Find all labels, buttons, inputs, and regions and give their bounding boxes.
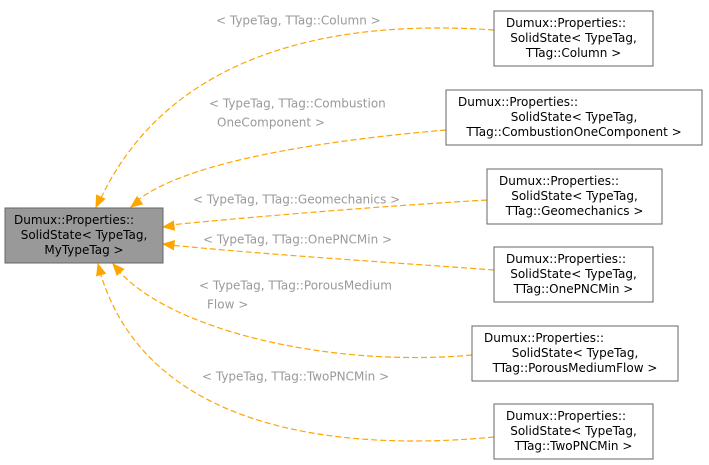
edge-path <box>169 199 488 226</box>
edge-label: OneComponent > <box>217 116 325 130</box>
edge-path <box>169 244 495 271</box>
node-label-line: SolidState< TypeTag, <box>511 110 638 124</box>
node-box <box>471 325 679 382</box>
node-label-line: SolidState< TypeTag, <box>21 228 148 242</box>
nodes-layer: Dumux::Properties::SolidState< TypeTag,M… <box>4 10 703 460</box>
inheritance-edge-0: < TypeTag, TTag::Column > <box>95 14 495 209</box>
derived-class-node-0[interactable]: Dumux::Properties::SolidState< TypeTag,T… <box>493 10 654 67</box>
edge-label: Flow > <box>207 298 248 312</box>
derived-class-node-4[interactable]: Dumux::Properties::SolidState< TypeTag,T… <box>471 325 679 382</box>
edge-arrowhead <box>96 262 107 277</box>
edge-arrowhead <box>129 195 144 208</box>
node-box <box>493 403 654 460</box>
node-label-line: Dumux::Properties:: <box>499 174 619 188</box>
edge-label: < TypeTag, TTag::OnePNCMin > <box>203 233 392 247</box>
node-label-line: SolidState< TypeTag, <box>510 267 637 281</box>
edge-label: < TypeTag, TTag::Combustion <box>209 97 386 111</box>
node-label-line: Dumux::Properties:: <box>458 95 578 109</box>
edge-path <box>137 129 447 201</box>
node-label-line: SolidState< TypeTag, <box>511 189 638 203</box>
edge-label: < TypeTag, TTag::Geomechanics > <box>193 193 400 207</box>
node-box <box>445 89 703 146</box>
derived-class-node-1[interactable]: Dumux::Properties::SolidState< TypeTag,T… <box>445 89 703 146</box>
inheritance-edge-4: < TypeTag, TTag::PorousMediumFlow > <box>112 263 473 359</box>
node-box <box>486 168 663 225</box>
inheritance-edge-3: < TypeTag, TTag::OnePNCMin > <box>161 233 495 271</box>
node-box <box>493 246 654 303</box>
node-label-line: SolidState< TypeTag, <box>510 31 637 45</box>
derived-class-node-3[interactable]: Dumux::Properties::SolidState< TypeTag,T… <box>493 246 654 303</box>
inheritance-edge-2: < TypeTag, TTag::Geomechanics > <box>161 193 488 231</box>
edge-label: < TypeTag, TTag::TwoPNCMin > <box>202 370 389 384</box>
edge-label: < TypeTag, TTag::PorousMedium <box>199 279 392 293</box>
node-box <box>4 207 164 264</box>
edge-path <box>117 269 473 359</box>
inheritance-edge-5: < TypeTag, TTag::TwoPNCMin > <box>96 262 495 442</box>
edge-arrowhead <box>161 239 175 251</box>
node-label-line: Dumux::Properties:: <box>506 409 626 423</box>
node-label-line: SolidState< TypeTag, <box>512 346 639 360</box>
node-label-line: TTag::CombustionOneComponent > <box>465 125 681 139</box>
node-label-line: TTag::Column > <box>525 46 621 60</box>
derived-class-node-5[interactable]: Dumux::Properties::SolidState< TypeTag,T… <box>493 403 654 460</box>
node-label-line: Dumux::Properties:: <box>484 331 604 345</box>
node-box <box>493 10 654 67</box>
edge-arrowhead <box>95 194 106 209</box>
edges-layer: < TypeTag, TTag::Column >< TypeTag, TTag… <box>95 14 495 442</box>
node-label-line: TTag::TwoPNCMin > <box>514 439 633 453</box>
node-label-line: TTag::OnePNCMin > <box>513 282 634 296</box>
edge-path <box>99 27 495 201</box>
node-label-line: Dumux::Properties:: <box>506 252 626 266</box>
edge-path <box>99 271 495 442</box>
node-label-line: TTag::PorousMediumFlow > <box>492 361 658 375</box>
node-label-line: TTag::Geomechanics > <box>505 204 644 218</box>
node-label-line: Dumux::Properties:: <box>506 16 626 30</box>
edge-arrowhead <box>112 263 125 277</box>
inheritance-edge-1: < TypeTag, TTag::CombustionOneComponent … <box>129 97 447 208</box>
derived-class-node-2[interactable]: Dumux::Properties::SolidState< TypeTag,T… <box>486 168 663 225</box>
node-label-line: Dumux::Properties:: <box>14 213 134 227</box>
edge-arrowhead <box>161 220 176 231</box>
node-label-line: SolidState< TypeTag, <box>510 424 637 438</box>
edge-label: < TypeTag, TTag::Column > <box>216 14 381 28</box>
base-class-node[interactable]: Dumux::Properties::SolidState< TypeTag,M… <box>4 207 164 264</box>
node-label-line: MyTypeTag > <box>44 243 123 257</box>
